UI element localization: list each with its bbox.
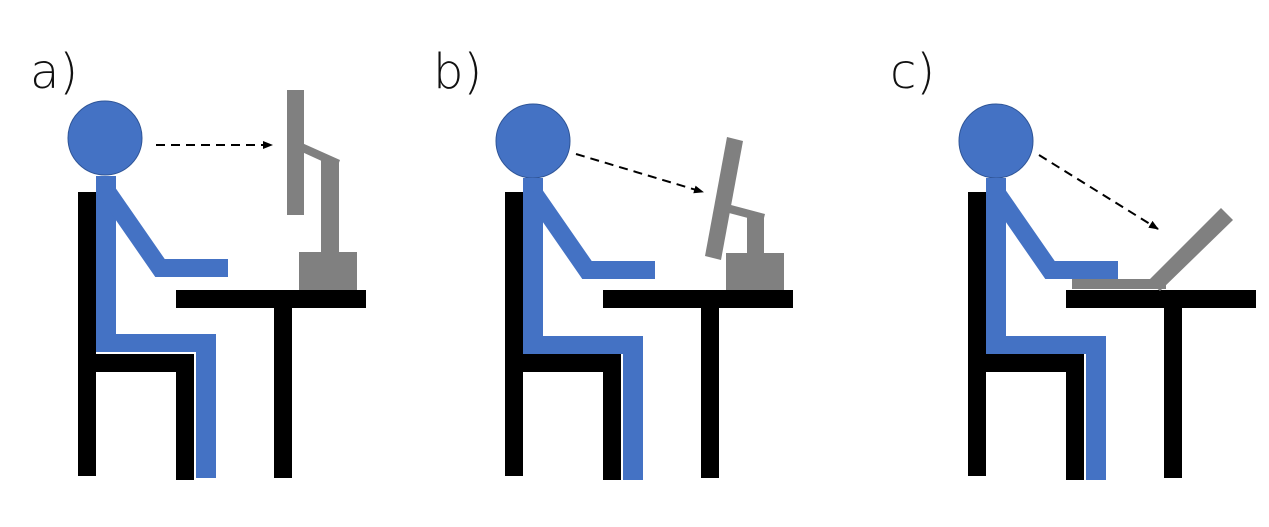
panel-label-b: b) [433,44,482,100]
chair-seat [505,354,621,372]
desk-top [603,290,793,308]
person-arm [525,186,655,279]
person [67,100,228,478]
monitor-screen [287,90,304,215]
person-arm [988,186,1118,279]
chair-front-leg [603,354,621,480]
chair [78,192,194,480]
person-thigh [523,336,643,354]
chair-back [505,192,523,476]
chair [968,192,1084,480]
chair-front-leg [176,354,194,480]
person-head [958,103,1034,179]
laptop [1072,208,1233,291]
desk-top [1066,290,1256,308]
panel-a: a) [30,44,366,480]
gaze-arrow [1038,154,1159,230]
desk [1066,290,1256,478]
person-head [495,103,571,179]
person-torso [96,176,116,352]
gaze-arrow [575,153,704,194]
desk [603,290,793,478]
person [495,103,655,480]
monitor-base [726,253,784,290]
desk-top [176,290,366,308]
monitor-stand [747,214,764,256]
person-arm [98,184,228,277]
chair-back [968,192,986,476]
person-thigh [96,334,216,352]
monitor-stand [321,160,339,256]
monitor-base [299,252,357,290]
laptop-base [1072,279,1166,289]
person-torso [523,178,543,354]
chair-front-leg [1066,354,1084,480]
person-torso [986,178,1006,354]
person-shin [1086,336,1106,480]
monitor [705,137,784,290]
person-shin [196,334,216,478]
person-thigh [986,336,1106,354]
monitor [287,90,357,290]
panel-label-c: c) [890,44,935,100]
chair-seat [968,354,1084,372]
monitor-screen [705,137,743,260]
panel-b: b) [433,44,793,480]
desk-leg [701,290,719,478]
person [958,103,1118,480]
desk [176,290,366,478]
chair [505,192,621,480]
chair-back [78,192,96,476]
person-shin [623,336,643,480]
chair-seat [78,354,194,372]
laptop-screen [1148,208,1233,291]
panel-c: c) [890,44,1256,480]
person-head [67,100,143,176]
desk-leg [274,290,292,478]
desk-leg [1164,290,1182,478]
panel-label-a: a) [30,44,78,100]
